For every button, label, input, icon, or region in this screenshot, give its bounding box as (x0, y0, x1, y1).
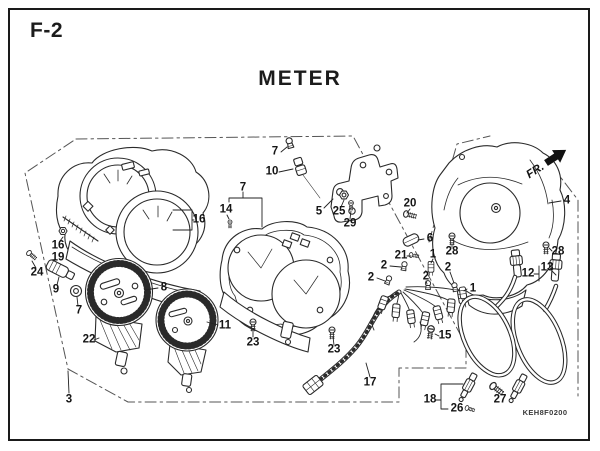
grommet-7-left (69, 284, 83, 298)
part-callout-29: 29 (343, 217, 357, 230)
bulb-2-b (383, 274, 393, 286)
part-callout-10: 10 (265, 165, 279, 178)
part-callout-17: 17 (363, 376, 377, 389)
part-callout-5: 5 (315, 205, 323, 218)
part-callout-19: 19 (51, 251, 65, 264)
screw-14 (227, 219, 233, 229)
part-callout-2: 2 (444, 261, 452, 274)
part-callout-22: 22 (82, 333, 96, 346)
cable-13 (508, 253, 568, 404)
screw-15 (425, 324, 436, 340)
rear-cover (431, 142, 566, 315)
part-callout-6: 6 (426, 232, 434, 245)
part-callout-8: 8 (160, 281, 168, 294)
nut-25 (338, 190, 350, 200)
part-callout-2: 2 (422, 270, 430, 283)
gauge-speedometer (84, 257, 154, 375)
page-title: METER (258, 67, 342, 90)
part-callout-27: 27 (493, 393, 507, 406)
screw-23-right (328, 326, 336, 340)
part-callout-1: 1 (429, 248, 437, 261)
part-callout-28: 28 (445, 245, 459, 258)
wire-harness (302, 286, 468, 396)
gauge-tachometer (155, 288, 219, 394)
part-callout-4: 4 (563, 194, 571, 207)
part-callout-11: 11 (218, 319, 232, 332)
part-callout-20: 20 (403, 197, 417, 210)
part-callout-9: 9 (52, 283, 60, 296)
part-callout-18: 18 (423, 393, 437, 406)
part-callout-13: 13 (540, 261, 554, 274)
part-callout-23: 23 (327, 343, 341, 356)
screw-24 (25, 249, 39, 262)
part-callout-1: 1 (469, 282, 477, 295)
section-id: F-2 (30, 19, 63, 42)
part-callout-7: 7 (75, 304, 83, 317)
lower-case (219, 221, 350, 353)
part-callout-23: 23 (246, 336, 260, 349)
part-callout-3: 3 (65, 393, 73, 406)
trip-knob-9 (45, 259, 75, 280)
socket-10 (293, 156, 321, 199)
bulb-2-a (400, 260, 408, 272)
part-callout-7: 7 (271, 145, 279, 158)
page-border (8, 8, 590, 441)
part-callout-28: 28 (551, 245, 565, 258)
spring-19 (62, 215, 99, 243)
part-callout-16: 16 (192, 213, 206, 226)
part-callout-21: 21 (394, 249, 408, 262)
cable-12 (457, 249, 524, 403)
part-callout-12: 12 (521, 267, 535, 280)
part-callout-2: 2 (380, 259, 388, 272)
screw-26 (464, 404, 476, 414)
part-callout-15: 15 (438, 329, 452, 342)
part-callout-7: 7 (239, 181, 247, 194)
nut-16 (58, 226, 68, 236)
part-callout-2: 2 (367, 271, 375, 284)
drawing-code: KEH8F0200 (522, 408, 568, 417)
clamp-6 (402, 233, 420, 247)
leader-lines (31, 146, 562, 410)
part-callout-25: 25 (332, 205, 346, 218)
part-callout-24: 24 (30, 266, 44, 279)
assembly-boundary-cover-cables (428, 135, 579, 397)
part-callout-16: 16 (51, 239, 65, 252)
part-callout-26: 26 (450, 402, 464, 415)
part-callout-14: 14 (219, 203, 233, 216)
screw-20 (402, 209, 418, 221)
